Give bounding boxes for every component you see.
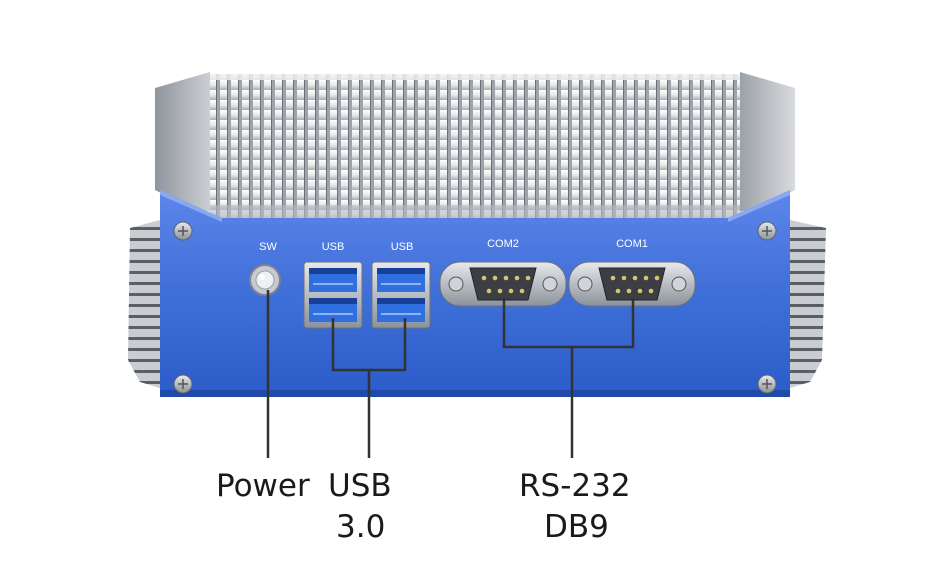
callout-usb-line2: 3.0: [336, 509, 386, 545]
rs232-leader-line: [502, 298, 635, 458]
callout-rs232-line1: RS-232: [519, 468, 631, 504]
screw-top-right: [757, 221, 777, 241]
com2-db9-connector: [439, 261, 567, 307]
screw-bottom-left: [173, 374, 193, 394]
power-button: [249, 264, 281, 296]
label-sw: SW: [259, 241, 277, 253]
com1-db9-connector: [568, 261, 696, 307]
screw-bottom-right: [757, 374, 777, 394]
usb-leader-line: [331, 318, 407, 458]
callout-leader-lines: [266, 290, 635, 458]
callout-rs232-line2: DB9: [544, 509, 609, 545]
usb-port-stack-right: [371, 261, 431, 329]
label-com1: COM1: [616, 238, 648, 250]
label-usb-left: USB: [322, 241, 345, 253]
label-com2: COM2: [487, 238, 519, 250]
callout-usb-line1: USB: [328, 468, 392, 504]
top-heatsink: [155, 72, 795, 220]
left-side-heatsink: [128, 220, 160, 388]
label-usb-right: USB: [391, 241, 414, 253]
callout-power: Power: [216, 468, 310, 504]
right-side-heatsink: [790, 220, 826, 388]
screw-top-left: [173, 221, 193, 241]
